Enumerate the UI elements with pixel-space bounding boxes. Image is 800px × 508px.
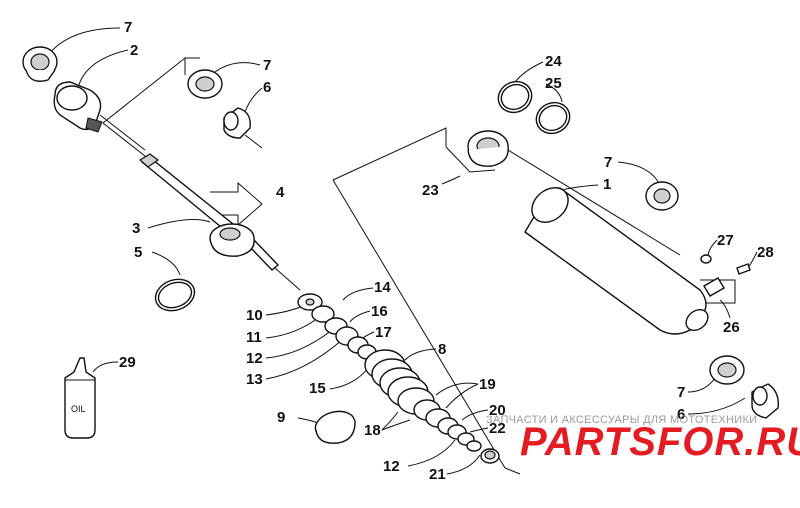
callout-29: 29 — [119, 354, 136, 371]
bushing-7-top-left — [22, 46, 58, 82]
oil-bottle-29 — [64, 357, 96, 439]
callout-9: 9 — [277, 409, 285, 426]
callout-23: 23 — [422, 182, 439, 199]
callout-25: 25 — [545, 75, 562, 92]
callout-18: 18 — [364, 422, 381, 439]
callout-labels: 7 2 7 6 4 3 5 24 25 23 7 1 27 28 26 14 1… — [71, 19, 774, 483]
eyelet-2 — [53, 81, 103, 133]
bushing-7-lower-right — [709, 355, 745, 385]
callout-13: 13 — [246, 371, 263, 388]
valve-26 — [703, 277, 725, 297]
callout-10: 10 — [246, 307, 263, 324]
cap-23 — [467, 130, 509, 167]
callout-19: 19 — [479, 376, 496, 393]
ring-24 — [497, 80, 533, 114]
valve-28 — [736, 263, 751, 275]
shim-stack — [297, 293, 482, 452]
watermark-tagline: ЗАПЧАСТИ И АКСЕССУАРЫ ДЛЯ МОТОТЕХНИКИ — [486, 414, 758, 426]
ring-25 — [535, 101, 571, 135]
band-9 — [314, 410, 356, 444]
nut-21 — [480, 448, 500, 464]
callout-4: 4 — [276, 184, 285, 201]
callout-17: 17 — [375, 324, 392, 341]
sleeve-6-lower — [751, 383, 779, 419]
o-ring-5 — [154, 278, 196, 312]
bushing-7-upper-right — [645, 181, 679, 211]
callout-7: 7 — [604, 154, 612, 171]
body-1 — [524, 187, 709, 335]
callout-27: 27 — [717, 232, 734, 249]
callout-21: 21 — [429, 466, 446, 483]
piston-4 — [209, 223, 255, 257]
callout-28: 28 — [757, 244, 774, 261]
callout-15: 15 — [309, 380, 326, 397]
callout-7: 7 — [124, 19, 132, 36]
washer-27 — [700, 254, 712, 264]
callout-6: 6 — [677, 406, 685, 423]
bushing-7-upper-middle — [187, 69, 223, 99]
callout-8: 8 — [438, 341, 446, 358]
bottle-label: OIL — [71, 404, 86, 414]
callout-11: 11 — [246, 329, 262, 346]
callout-1: 1 — [603, 176, 611, 193]
callout-12: 12 — [246, 350, 263, 367]
sleeve-6-upper — [223, 107, 251, 139]
callout-20: 20 — [489, 402, 506, 419]
shaft-3 — [138, 153, 280, 271]
callout-5: 5 — [134, 244, 142, 261]
callout-2: 2 — [130, 42, 138, 59]
callout-3: 3 — [132, 220, 140, 237]
callout-26: 26 — [723, 319, 740, 336]
callout-22: 22 — [489, 420, 506, 437]
callout-12: 12 — [383, 458, 400, 475]
watermark-logo: PARTSFOR.RU — [520, 420, 800, 464]
callout-7: 7 — [677, 384, 685, 401]
callout-7: 7 — [263, 57, 271, 74]
callout-14: 14 — [374, 279, 391, 296]
callout-6: 6 — [263, 79, 271, 96]
callout-24: 24 — [545, 53, 562, 70]
callout-16: 16 — [371, 303, 388, 320]
